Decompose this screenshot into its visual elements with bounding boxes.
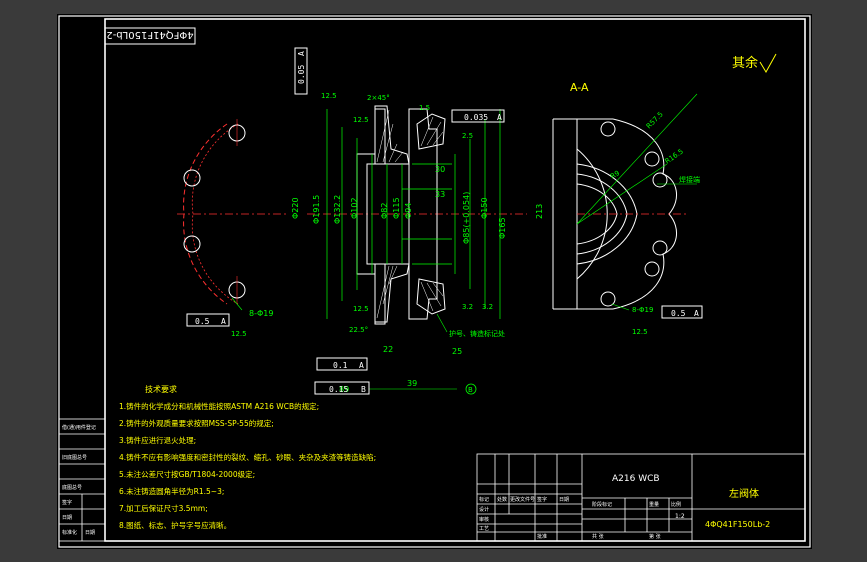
lt-6: 日期 (85, 530, 95, 536)
notes-title: 技术要求 (145, 384, 177, 394)
right-rough: 12.5 (632, 328, 648, 336)
note-3: 3.铸件应进行退火处理; (119, 435, 196, 445)
lt-5: 标准化 (62, 529, 77, 536)
note-6: 6.未注铸造圆角半径为R1.5~3; (119, 486, 224, 496)
dim-1-5: 1.5 (419, 104, 430, 112)
dim-d115: Φ115 (392, 197, 401, 219)
fcf-right2-tol: 0.5 (671, 309, 686, 318)
tb-sheet-0: 共 张 (592, 533, 604, 540)
note-1: 1.铸件的化学成分和机械性能按照ASTM A216 WCB的规定; (119, 401, 319, 411)
rough-2: 12.5 (353, 305, 369, 313)
fcf-bottom-tol: 0.15 (329, 385, 348, 394)
tb-row-2: 更改文件号 (510, 496, 535, 503)
datum-b-marker: B (468, 386, 473, 394)
left-rough: 12.5 (231, 330, 247, 338)
fcf-flat-datum: A (359, 361, 364, 370)
dim-r16: R16.5 (664, 147, 685, 165)
dim-d94: Φ94 (404, 203, 413, 219)
right-holes-dim: 8-Φ19 (632, 306, 653, 314)
dim-d82: Φ82 (380, 203, 389, 219)
dim-25: 25 (452, 347, 462, 356)
note-2: 2.铸件的外观质量要求按照MSS-SP-55的规定; (119, 418, 274, 428)
fcf-flat-tol: 0.1 (333, 361, 348, 370)
inner-border (104, 18, 806, 542)
part-name: 左阀体 (729, 487, 759, 500)
dim-2-5: 2.5 (462, 132, 473, 140)
fcf-right-datum: A (497, 113, 502, 122)
tb-stage-0: 阶段标记 (592, 501, 612, 508)
outer-border (58, 15, 811, 548)
tb-role-1: 审核 (479, 516, 489, 523)
lt-4: 日期 (62, 515, 72, 521)
tech-notes: 技术要求 1.铸件的化学成分和机械性能按照ASTM A216 WCB的规定; 2… (119, 384, 376, 530)
rough-1: 12.5 (353, 116, 369, 124)
tb-sheet-1: 第 张 (649, 533, 661, 540)
lt-2: 底图总号 (62, 484, 82, 491)
dim-angle: 22.5° (349, 326, 368, 334)
fcf-top-tol: 0.05 (297, 65, 306, 84)
rough-3: 12.5 (321, 92, 337, 100)
tb-stage-1: 重量 (649, 501, 659, 508)
remainder-text: 其余 (732, 55, 758, 71)
dim-r57: R57.5 (645, 110, 665, 130)
stamp-box (104, 27, 196, 45)
center-section-view: Φ220 Φ191.5 Φ132.2 Φ102 Φ82 Φ115 Φ94 Φ85… (291, 47, 527, 395)
tb-role-2: 工艺 (479, 526, 489, 532)
dim-d132: Φ132.2 (333, 195, 342, 224)
left-holes-dim: 8-Φ19 (249, 309, 273, 318)
note-7: 7.加工后保证尺寸3.5mm; (119, 503, 208, 513)
lt-1: 旧底图总号 (62, 454, 87, 461)
dim-chamfer: 2×45° (367, 94, 390, 102)
drawing-canvas: 4ΦFQ41F150Lb-2 其余 0.5 A 8-Φ19 (58, 15, 811, 548)
lt-0: 借(通)用件登记 (62, 424, 96, 431)
dim-r9: R9 (609, 169, 621, 181)
drawing-no: 4ΦQ41F150Lb-2 (705, 520, 770, 529)
title-block (476, 453, 806, 542)
fcf-bottom-datum: B (361, 385, 366, 394)
dim-30: 30 (435, 165, 445, 174)
dim-89: 89 (339, 385, 349, 394)
left-flange-view: 0.5 A 8-Φ19 12.5 (177, 119, 287, 338)
stamp-text: 4ΦFQ41F150Lb-2 (106, 29, 193, 40)
left-sign-table (58, 418, 106, 542)
material: A216 WCB (612, 474, 660, 484)
note-4: 4.铸件不应有影响强度和密封性的裂纹、缩孔、砂眼、夹杂及夹渣等铸造缺陷; (119, 452, 376, 462)
section-label: A-A (570, 81, 589, 94)
roughness-symbol (759, 53, 777, 73)
tb-role-0: 设计 (479, 506, 489, 513)
dim-d85: Φ85(+0.054) (462, 192, 471, 244)
dim-d191: Φ191.5 (312, 195, 321, 224)
dim-213: 213 (535, 204, 544, 219)
note-8: 8.图纸、标志、护号字号应清晰。 (119, 520, 231, 530)
tb-role-3: 批准 (537, 533, 547, 540)
dim-d165: Φ165 (498, 217, 507, 239)
dim-d150: Φ150 (480, 197, 489, 219)
fcf-right2-datum: A (694, 309, 699, 318)
tb-row-1: 处数 (497, 496, 507, 503)
dim-d220: Φ220 (291, 197, 300, 219)
lt-3: 签字 (62, 499, 72, 506)
arrow-note: 焊接端 (679, 175, 700, 184)
scale: 1:2 (675, 513, 685, 520)
dim-39: 39 (407, 379, 417, 388)
dim-3-2: 3.2 (462, 303, 473, 311)
tb-row-4: 日期 (559, 497, 569, 503)
drawing-sheet: 4ΦFQ41F150Lb-2 其余 0.5 A 8-Φ19 (57, 14, 812, 549)
fcf-left-tol: 0.5 (195, 317, 210, 326)
tb-row-0: 标记 (479, 496, 489, 503)
dim-small: 3.2 (482, 303, 493, 311)
dim-33: 33 (435, 190, 445, 199)
fcf-right-tol: 0.035 (464, 113, 488, 122)
tb-row-3: 签字 (537, 496, 547, 503)
weld-note: 护号、铸造标记处 (449, 329, 505, 338)
fcf-left-datum: A (221, 317, 226, 326)
dim-d102: Φ102 (350, 197, 359, 219)
right-section-view: A-A R57.5 R9 (535, 81, 703, 336)
fcf-top-datum: A (297, 51, 306, 56)
dim-22: 22 (383, 345, 393, 354)
note-5: 5.未注公差尺寸按GB/T1804-2000级定; (119, 469, 255, 479)
tb-stage-2: 比例 (671, 501, 681, 508)
